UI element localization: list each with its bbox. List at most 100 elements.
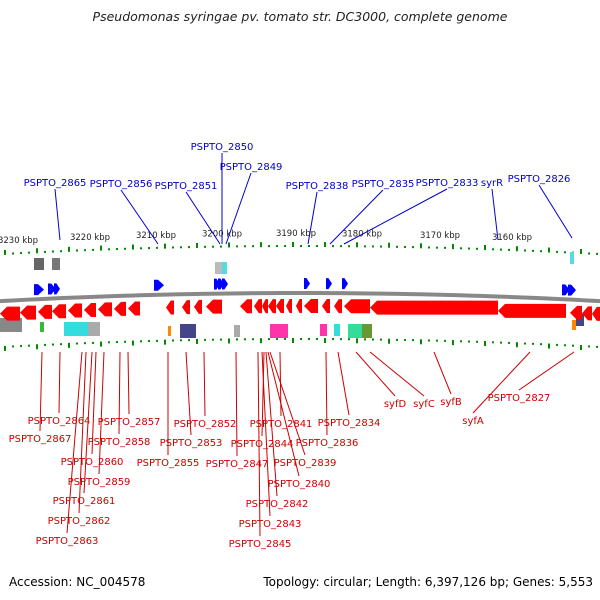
reverse-gene <box>0 306 20 321</box>
tick-mark <box>132 244 134 250</box>
tick-mark <box>556 343 558 346</box>
tick-mark <box>356 242 358 248</box>
tick-mark <box>148 340 150 343</box>
reverse-gene <box>334 299 342 314</box>
forward-label-leader <box>185 191 221 245</box>
tick-mark <box>596 252 598 255</box>
reverse-label-leader <box>265 351 278 497</box>
tick-mark <box>36 344 38 350</box>
tick-mark <box>420 339 422 345</box>
tick-mark <box>244 245 246 248</box>
tick-mark <box>500 341 502 344</box>
tick-mark <box>372 245 374 248</box>
tick-mark <box>236 245 238 248</box>
tick-mark <box>260 242 262 248</box>
topology-text: Topology: circular; Length: 6,397,126 bp… <box>263 575 593 589</box>
feature-block <box>215 262 222 274</box>
scale-label: 3220 kbp <box>70 233 110 243</box>
tick-mark <box>580 249 582 255</box>
forward-label-leader <box>54 188 61 241</box>
forward-gene <box>562 284 570 296</box>
reverse-gene <box>370 300 498 315</box>
tick-mark <box>500 248 502 251</box>
tick-mark <box>532 342 534 345</box>
reverse-gene-label: PSPTO_2862 <box>48 516 111 527</box>
feature-block <box>334 324 340 336</box>
tick-mark <box>364 338 366 341</box>
reverse-gene-labels: PSPTO_2864PSPTO_2867PSPTO_2857PSPTO_2858… <box>9 351 575 550</box>
reverse-gene-label: PSPTO_2843 <box>239 519 302 530</box>
forward-gene-label: PSPTO_2856 <box>90 179 153 190</box>
tick-mark <box>4 345 6 351</box>
reverse-gene <box>52 304 66 319</box>
scale-label: 3230 kbp <box>0 236 38 246</box>
tick-mark <box>124 247 126 250</box>
tick-mark <box>44 343 46 346</box>
reverse-label-leader <box>267 351 300 477</box>
reverse-label-leader <box>185 351 192 436</box>
tick-mark <box>540 250 542 253</box>
feature-block <box>576 314 584 326</box>
tick-mark <box>396 245 398 248</box>
tick-mark <box>20 345 22 348</box>
tick-mark <box>76 342 78 345</box>
feature-block <box>168 326 171 336</box>
forward-gene <box>326 278 332 290</box>
feature-block <box>570 252 574 264</box>
feature-block <box>64 322 88 336</box>
tick-mark <box>572 344 574 347</box>
forward-gene <box>54 283 60 295</box>
forward-gene <box>48 283 56 295</box>
tick-mark <box>564 344 566 347</box>
feature-block <box>320 324 327 336</box>
tick-mark <box>444 339 446 342</box>
reverse-label-leader <box>472 351 531 414</box>
tick-mark <box>284 245 286 248</box>
tick-mark <box>380 245 382 248</box>
tick-mark <box>564 251 566 254</box>
forward-label-leader <box>120 189 159 245</box>
accession-text: Accession: NC_004578 <box>9 575 146 589</box>
tick-mark <box>52 250 54 253</box>
tick-mark <box>172 246 174 249</box>
tick-mark <box>140 247 142 250</box>
reverse-label-leader <box>433 351 452 395</box>
reverse-gene-label: PSPTO_2857 <box>98 417 161 428</box>
reverse-gene-label: PSPTO_2858 <box>88 437 151 448</box>
reverse-gene <box>84 302 96 317</box>
reverse-gene <box>296 299 302 314</box>
reverse-gene-label: PSPTO_2827 <box>488 393 551 404</box>
tick-mark <box>108 341 110 344</box>
tick-mark <box>388 242 390 248</box>
tick-mark <box>172 339 174 342</box>
tick-mark <box>516 246 518 252</box>
tick-mark <box>508 341 510 344</box>
tick-mark <box>76 249 78 252</box>
tick-mark <box>164 339 166 345</box>
tick-mark <box>596 345 598 348</box>
tick-mark <box>252 338 254 341</box>
reverse-gene-label: PSPTO_2863 <box>36 536 99 547</box>
tick-mark <box>316 245 318 248</box>
reverse-label-leader <box>337 351 350 416</box>
tick-mark <box>156 339 158 342</box>
reverse-gene-label: syfC <box>413 399 435 410</box>
tick-mark <box>548 343 550 349</box>
tick-mark <box>36 248 38 254</box>
tick-mark <box>268 245 270 248</box>
reverse-label-leader <box>269 351 306 456</box>
tick-mark <box>220 338 222 341</box>
tick-mark <box>124 340 126 343</box>
tick-mark <box>180 339 182 342</box>
forward-gene <box>218 278 224 290</box>
reverse-gene-label: PSPTO_2845 <box>229 539 292 550</box>
tick-mark <box>484 245 486 251</box>
feature-block <box>270 324 288 338</box>
reverse-gene <box>166 300 174 315</box>
tick-mark <box>532 249 534 252</box>
tick-mark <box>436 246 438 249</box>
forward-gene <box>222 278 228 290</box>
forward-gene <box>154 279 164 291</box>
reverse-gene <box>322 299 330 314</box>
